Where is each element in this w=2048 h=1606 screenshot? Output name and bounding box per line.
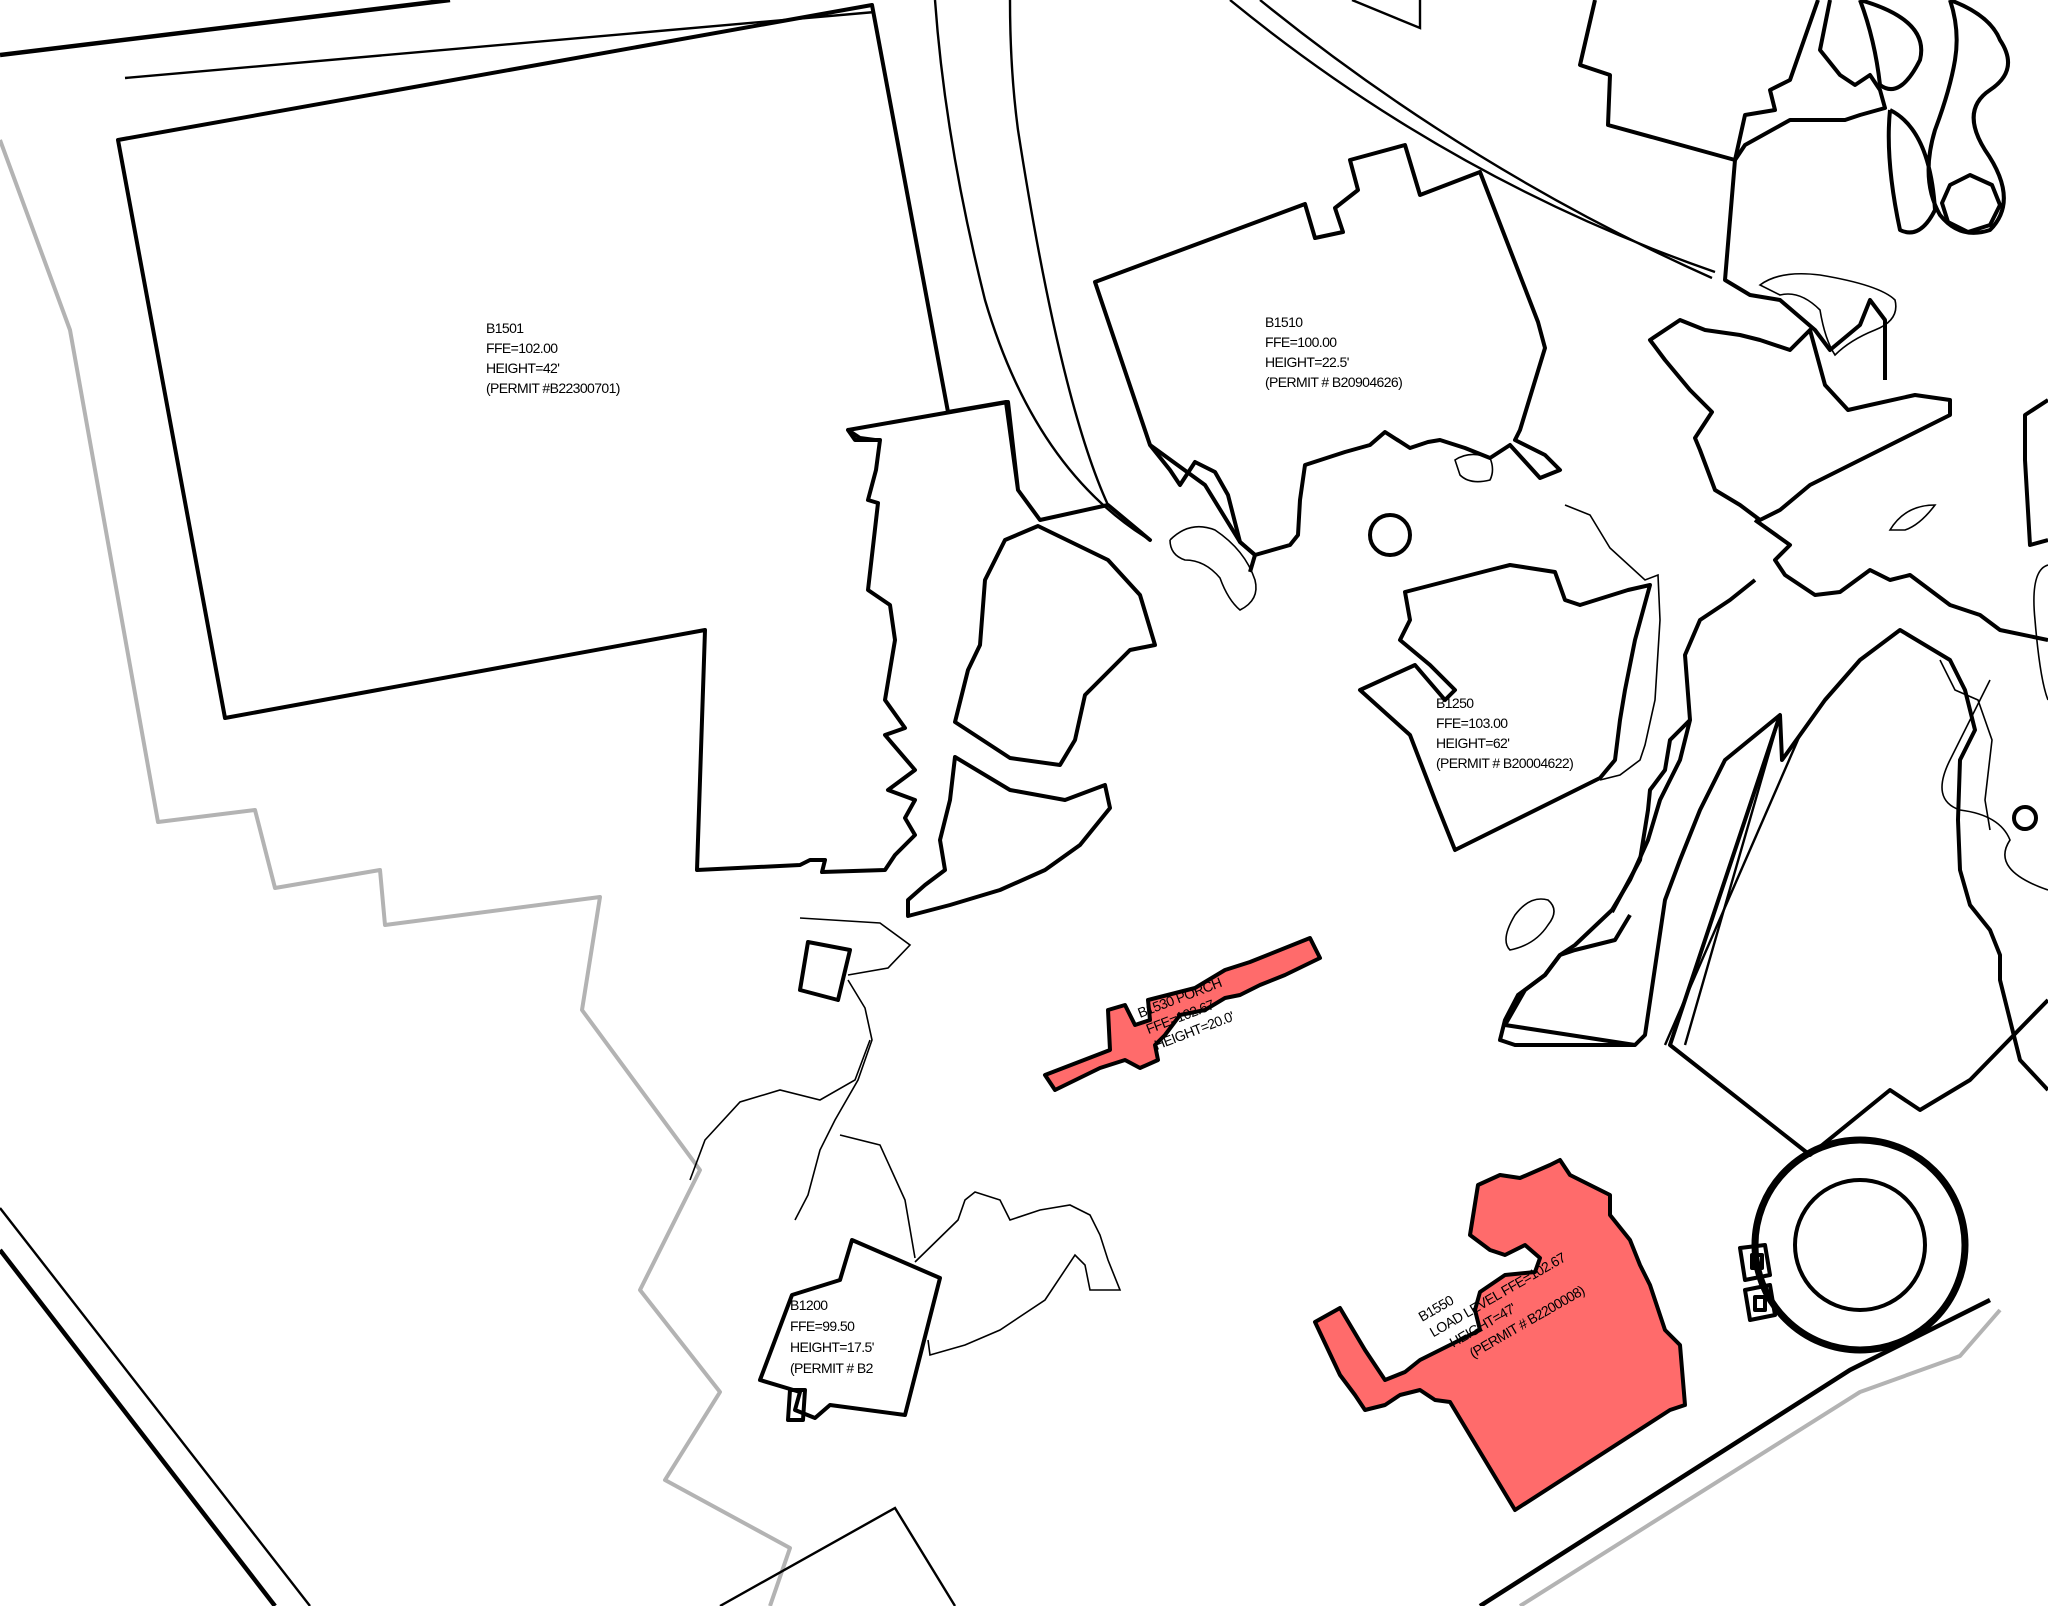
stadium-gate-boxes-inner xyxy=(1750,1253,1767,1312)
landscape-northeast xyxy=(1723,0,1887,380)
b1501-label-line: HEIGHT=42' xyxy=(486,360,559,376)
gatehouse-path xyxy=(689,917,916,1259)
b1200-stub xyxy=(786,1388,807,1422)
building-b1200 xyxy=(758,1238,942,1420)
gatehouse xyxy=(798,940,852,1002)
building-northeast-1 xyxy=(1578,0,1820,162)
b1250-label-line: FFE=103.00 xyxy=(1436,715,1508,731)
b1250-label-line: B1250 xyxy=(1436,695,1474,711)
road-edge-north xyxy=(0,0,451,58)
label-b1510: B1510 FFE=100.00 HEIGHT=22.5' (PERMIT # … xyxy=(1265,314,1403,390)
road-east-inner-a xyxy=(1683,714,1782,1046)
road-edge-west-inner xyxy=(0,1207,311,1606)
b1200-label-line: FFE=99.50 xyxy=(790,1318,855,1334)
b1200-label-line: (PERMIT # B2 xyxy=(790,1360,874,1376)
garden-outline-east xyxy=(1939,659,1993,831)
landscape-loop-northeast xyxy=(1858,0,2010,235)
b1250-label-line: (PERMIT # B20004622) xyxy=(1436,755,1573,771)
landscape-island-west xyxy=(953,524,1157,767)
landscape-bed-north xyxy=(1169,525,1257,611)
building-b1510-annex xyxy=(1148,443,1257,573)
site-boundary-line xyxy=(0,139,792,1606)
building-b1510 xyxy=(1093,143,1562,557)
road-edge-west xyxy=(0,1248,277,1606)
landscape-bed-south xyxy=(914,1191,1122,1357)
landscape-pond-south xyxy=(1505,898,1555,951)
site-boundary-line-southeast xyxy=(1518,1308,2002,1606)
b1501-label-line: (PERMIT #B22300701) xyxy=(486,380,620,396)
landscape-island-south xyxy=(906,755,1112,918)
garden-fountain xyxy=(2012,805,2038,831)
stadium-gate-boxes xyxy=(1738,1243,1777,1322)
building-b1501 xyxy=(116,3,1152,874)
label-b1200: B1200 FFE=99.50 HEIGHT=17.5' (PERMIT # B… xyxy=(790,1297,874,1376)
road-strip-west-edge xyxy=(1008,0,1110,506)
building-b1550 xyxy=(1313,1158,1687,1512)
b1250-label-line: HEIGHT=62' xyxy=(1436,735,1509,751)
building-east-complex xyxy=(1498,578,2048,1092)
road-northeast-edge-inner xyxy=(1259,0,1713,280)
landscape-pond-east xyxy=(1888,504,1937,531)
b1510-label-line: FFE=100.00 xyxy=(1265,334,1337,350)
b1200-label-line: HEIGHT=17.5' xyxy=(790,1339,874,1355)
label-b1250: B1250 FFE=103.00 HEIGHT=62' (PERMIT # B2… xyxy=(1436,695,1574,771)
b1501-label-line: FFE=102.00 xyxy=(486,340,558,356)
landscape-bed-east xyxy=(1758,272,1897,357)
b1510-label-line: HEIGHT=22.5' xyxy=(1265,354,1349,370)
label-b1501: B1501 FFE=102.00 HEIGHT=42' (PERMIT #B22… xyxy=(486,320,620,396)
b1200-label-line: B1200 xyxy=(790,1297,828,1313)
b1501-label-line: B1501 xyxy=(486,320,524,336)
b1510-label-line: B1510 xyxy=(1265,314,1303,330)
octagon-structure xyxy=(1940,173,2002,234)
road-strip-east-edge xyxy=(933,0,1151,542)
landscape-northeast-east xyxy=(1648,318,1952,522)
b1510-label-line: (PERMIT # B20904626) xyxy=(1265,374,1402,390)
stadium-inner-ring xyxy=(1793,1178,1927,1312)
road-edge-south xyxy=(719,1506,957,1606)
courtyard-block-east xyxy=(1610,718,1692,913)
stadium-outer-ring xyxy=(1751,1136,1969,1354)
courtyard-fountain xyxy=(1368,513,1412,557)
b1250-service-path xyxy=(1564,504,1661,781)
building-east-block xyxy=(1668,714,2048,1157)
landscape-pond-north xyxy=(1454,453,1494,483)
road-northeast-stub xyxy=(1351,0,1422,30)
road-edge-southeast xyxy=(1478,1297,1992,1606)
road-edge-north-inner xyxy=(124,10,876,80)
landscape-plaza-east xyxy=(1753,518,2048,642)
building-b1250 xyxy=(1358,563,1652,852)
building-b1530 xyxy=(1043,936,1322,1092)
building-east-edge xyxy=(2023,398,2048,547)
building-b1250-east-wing xyxy=(1503,913,1636,1047)
